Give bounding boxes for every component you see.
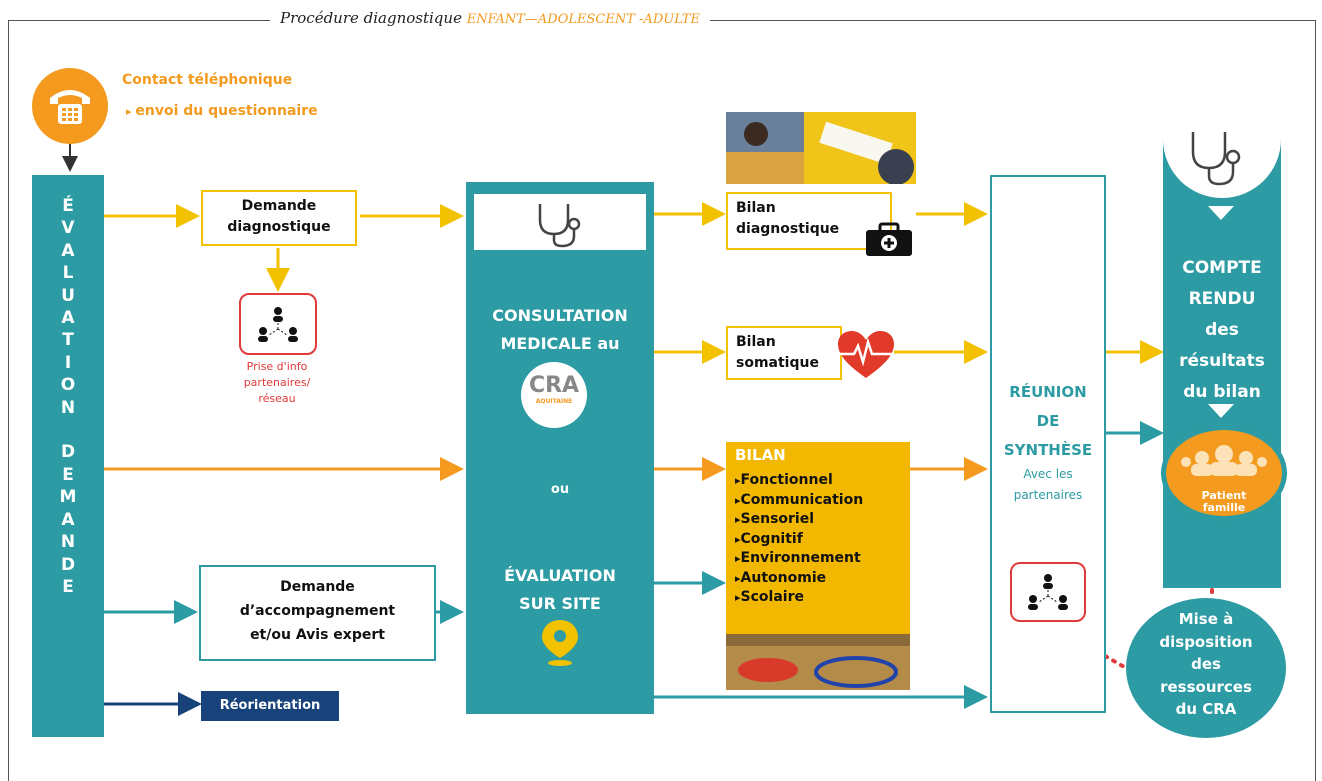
diagram-title: Procédure diagnostique ENFANT—ADOLESCENT…: [270, 9, 710, 27]
compte-rendu-label: COMPTE RENDU des résultats du bilan: [1179, 258, 1265, 402]
connector-arrows: [62, 143, 1214, 716]
bilan-list: Fonctionnel Communication Sensoriel Cogn…: [735, 471, 864, 608]
triangle-bullet-icon: ▸: [126, 105, 136, 118]
phone-circle: [32, 68, 108, 144]
reunion-synthese-label: RÉUNION DE SYNTHÈSE: [1003, 383, 1093, 459]
stethoscope-cap: [1163, 128, 1281, 198]
synthese-partenaires-label: Avec les partenaires: [1013, 467, 1083, 502]
stethoscope-icon: [538, 204, 581, 248]
telephone-icon: [50, 90, 90, 124]
network-people-icon: [1028, 574, 1068, 610]
bilan-item-communication: Communication: [735, 491, 864, 511]
reunion-synthese-box: [990, 175, 1106, 713]
contact-line1: Contact téléphonique: [122, 72, 293, 88]
bilan-item-scolaire: Scolaire: [735, 588, 863, 608]
mise-disposition-label: Mise à disposition des ressources du CRA: [1159, 610, 1253, 718]
contact-line2-text: envoi du questionnaire: [135, 103, 318, 119]
bilan-item-fonctionnel: Fonctionnel: [735, 471, 863, 491]
bilan-item-sensoriel: Sensoriel: [735, 510, 863, 530]
cra-logo-letters: CRA: [528, 373, 580, 398]
reorientation-label: Réorientation: [201, 691, 339, 721]
bilan-item-environnement: Environnement: [735, 549, 863, 569]
mise-disposition-circle: [1126, 598, 1286, 738]
cra-logo: CRA AQUITAINE: [521, 362, 587, 428]
prise-info-box: [239, 293, 317, 355]
motor-activity-photo: [726, 632, 910, 690]
network-people-icon: [258, 307, 298, 342]
contact-line2: ▸ envoi du questionnaire: [126, 103, 318, 119]
family-group-icon: [1181, 445, 1267, 476]
patient-famille-label: Patient famille: [1201, 489, 1247, 514]
ou-label: ou: [550, 482, 570, 497]
demande-diagnostique-box: Demande diagnostique: [201, 190, 357, 246]
bilan-diagnostique-box: Bilan diagnostique: [726, 192, 892, 250]
title-main: Procédure diagnostique: [280, 9, 462, 27]
stethoscope-panel: [474, 194, 646, 250]
evaluation-demande-label: É V A L U A T I O N D E M A N D E: [59, 196, 77, 597]
cra-logo-text: CRA: [521, 374, 587, 398]
title-highlight: ENFANT—ADOLESCENT -ADULTE: [466, 12, 700, 27]
consultation-label: CONSULTATION MEDICALE au: [492, 306, 628, 353]
medical-kit-icon: [866, 222, 912, 256]
children-activity-photo: [726, 112, 916, 185]
patient-famille-circle: [1166, 430, 1282, 516]
down-triangle-icon: [1208, 206, 1234, 220]
bilan-item-cognitif: Cognitif: [735, 530, 863, 550]
cra-logo-sub: AQUITAINE: [535, 398, 573, 405]
bilan-title: BILAN: [735, 446, 786, 464]
down-triangle-icon-2: [1208, 404, 1234, 418]
location-pin-icon: [542, 620, 578, 666]
bilan-somatique-box: Bilan somatique: [726, 326, 842, 380]
bilan-item-autonomie: Autonomie: [735, 569, 863, 589]
evaluation-sur-site-label: ÉVALUATION SUR SITE: [504, 566, 616, 613]
synthese-network-box: [1010, 562, 1086, 622]
heart-pulse-icon: [838, 331, 894, 378]
prise-info-label: Prise d'info partenaires/ réseau: [243, 360, 311, 405]
evaluation-demande-column: [32, 175, 104, 737]
demande-accompagnement-box: Demande d’accompagnement et/ou Avis expe…: [199, 565, 436, 661]
stethoscope-icon: [1191, 132, 1241, 186]
